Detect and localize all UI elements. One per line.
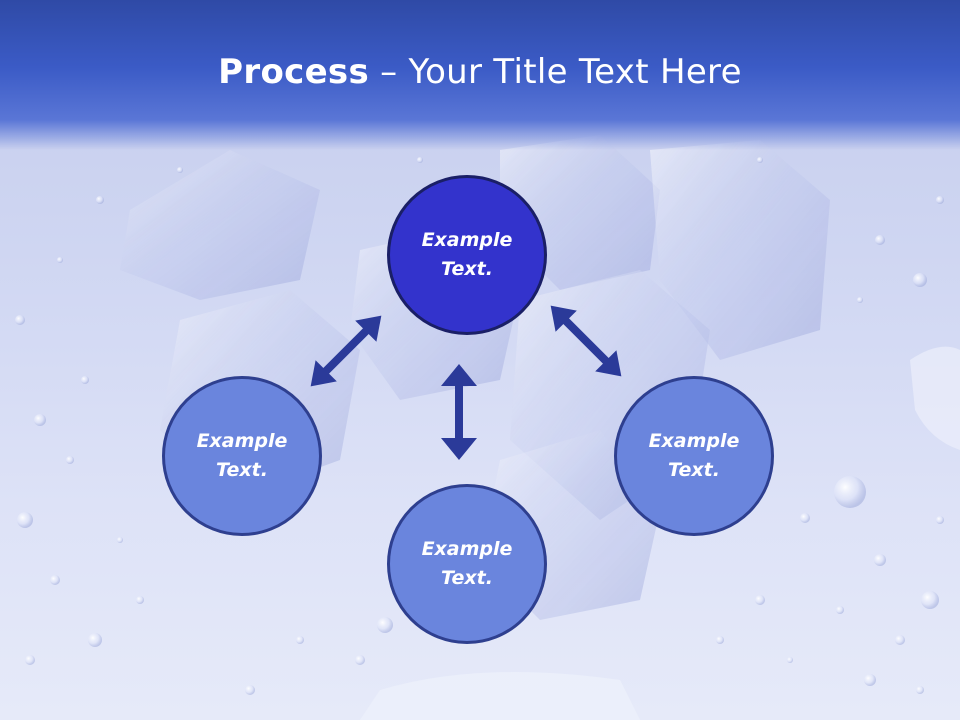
left-node-line1: Example [196, 430, 288, 452]
left-node: Example Text. [162, 376, 322, 536]
center-node: Example Text. [387, 175, 547, 335]
bottom-node: Example Text. [387, 484, 547, 644]
bottom-node-line1: Example [421, 538, 513, 560]
slide-title: Process – Your Title Text Here [0, 52, 960, 92]
title-bar: Process – Your Title Text Here [0, 0, 960, 150]
right-node: Example Text. [614, 376, 774, 536]
left-node-line2: Text. [216, 459, 268, 481]
center-node-line1: Example [421, 229, 513, 251]
title-rest: – Your Title Text Here [369, 52, 742, 92]
center-node-line2: Text. [441, 258, 493, 280]
arrow-center-left [310, 315, 382, 387]
arrow-center-bottom [441, 364, 477, 460]
bottom-node-line2: Text. [441, 567, 493, 589]
right-node-line2: Text. [668, 459, 720, 481]
right-node-line1: Example [648, 430, 740, 452]
arrow-center-right [550, 305, 622, 377]
water-droplets [15, 157, 944, 695]
title-bold: Process [218, 52, 370, 92]
